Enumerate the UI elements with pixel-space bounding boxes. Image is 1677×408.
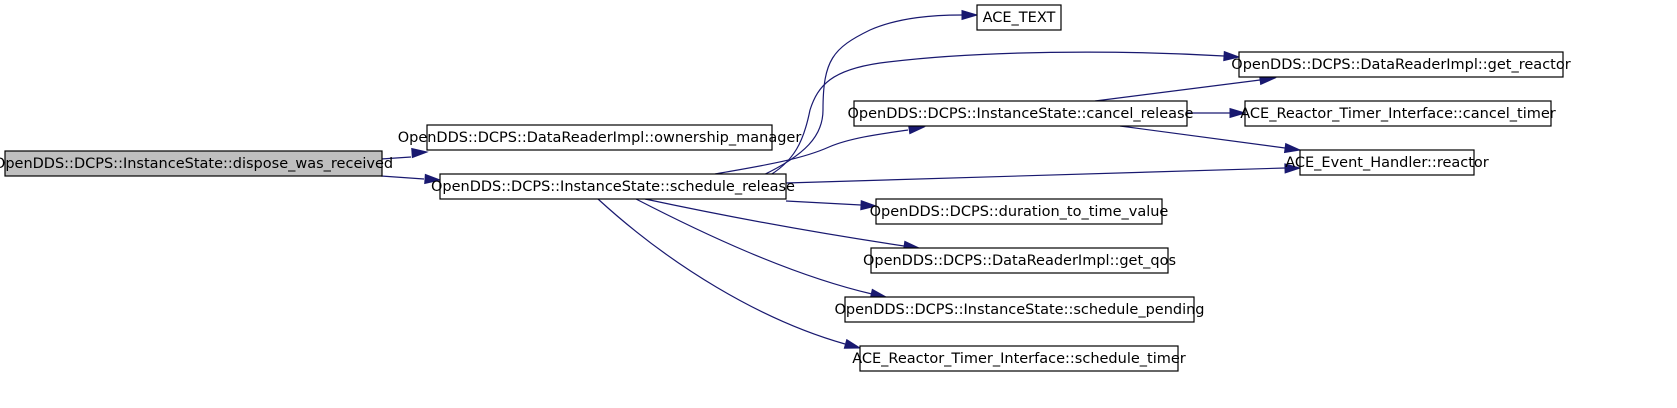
- edge-cancel-release-to-cancel-timer: [1187, 107, 1247, 119]
- node-box: [976, 4, 1062, 31]
- edge-line: [714, 129, 909, 175]
- node-schedule-timer[interactable]: ACE_Reactor_Timer_Interface::schedule_ti…: [852, 345, 1186, 372]
- node-label: OpenDDS::DCPS::InstanceState::dispose_wa…: [0, 156, 393, 172]
- edge-line: [597, 198, 846, 345]
- edge-schedule-release-to-schedule-pending: [635, 198, 888, 299]
- edge-line: [785, 200, 862, 206]
- edges-layer: [380, 9, 1302, 349]
- arrowhead: [1229, 107, 1247, 119]
- node-get-qos[interactable]: OpenDDS::DCPS::DataReaderImpl::get_qos: [863, 247, 1176, 274]
- edge-schedule-release-to-duration-to-time-value: [785, 200, 878, 211]
- node-box: [853, 100, 1188, 127]
- node-box: [844, 296, 1195, 323]
- edge-line: [785, 167, 1286, 184]
- node-duration-to-time-value[interactable]: OpenDDS::DCPS::duration_to_time_value: [870, 198, 1169, 225]
- edge-line: [380, 175, 425, 180]
- node-schedule-release[interactable]: OpenDDS::DCPS::InstanceState::schedule_r…: [431, 173, 795, 200]
- edge-schedule-release-to-schedule-timer: [597, 198, 862, 349]
- node-box: [1244, 100, 1552, 127]
- node-label: OpenDDS::DCPS::InstanceState::schedule_p…: [834, 302, 1204, 318]
- edge-line: [756, 14, 963, 179]
- node-schedule-pending[interactable]: OpenDDS::DCPS::InstanceState::schedule_p…: [834, 296, 1205, 323]
- edge-dispose-was-received-to-schedule-release: [380, 173, 442, 185]
- node-box: [439, 173, 787, 200]
- node-label: OpenDDS::DCPS::DataReaderImpl::get_qos: [863, 253, 1176, 269]
- node-get-reactor[interactable]: OpenDDS::DCPS::DataReaderImpl::get_react…: [1231, 51, 1571, 78]
- arrowhead: [424, 173, 442, 185]
- node-label: OpenDDS::DCPS::DataReaderImpl::ownership…: [398, 130, 802, 146]
- node-label: OpenDDS::DCPS::DataReaderImpl::get_react…: [1231, 57, 1570, 73]
- node-label: OpenDDS::DCPS::InstanceState::cancel_rel…: [848, 106, 1194, 122]
- node-box: [875, 198, 1163, 225]
- edge-schedule-release-to-get-reactor: [764, 50, 1241, 179]
- edge-line: [644, 198, 905, 247]
- arrowhead: [411, 147, 429, 159]
- node-ownership-manager[interactable]: OpenDDS::DCPS::DataReaderImpl::ownership…: [398, 124, 802, 151]
- node-label: ACE_Reactor_Timer_Interface::schedule_ti…: [852, 351, 1186, 367]
- node-label: OpenDDS::DCPS::InstanceState::schedule_r…: [431, 179, 795, 195]
- arrowhead: [1223, 50, 1241, 62]
- node-reactor[interactable]: ACE_Event_Handler::reactor: [1285, 149, 1489, 176]
- node-dispose-was-received: OpenDDS::DCPS::InstanceState::dispose_wa…: [0, 150, 393, 177]
- edge-schedule-release-to-ace-text: [756, 9, 979, 179]
- node-box: [1238, 51, 1564, 78]
- edge-line: [635, 198, 873, 295]
- arrowhead: [961, 9, 979, 21]
- node-label: ACE_TEXT: [983, 10, 1056, 26]
- arrowhead: [1283, 142, 1302, 154]
- edge-line: [1119, 125, 1286, 149]
- edge-schedule-release-to-reactor: [785, 163, 1302, 184]
- arrowhead: [843, 338, 862, 349]
- node-box: [1299, 149, 1475, 176]
- node-box: [859, 345, 1179, 372]
- node-box: [426, 124, 773, 151]
- edge-cancel-release-to-reactor: [1119, 125, 1302, 154]
- nodes-layer: OpenDDS::DCPS::InstanceState::dispose_wa…: [0, 4, 1571, 372]
- edge-schedule-release-to-cancel-release: [714, 124, 926, 175]
- node-ace-text[interactable]: ACE_TEXT: [976, 4, 1062, 31]
- node-box: [870, 247, 1169, 274]
- edge-line: [380, 156, 412, 160]
- arrowhead: [860, 200, 878, 211]
- edge-line: [1094, 79, 1261, 102]
- node-cancel-release[interactable]: OpenDDS::DCPS::InstanceState::cancel_rel…: [848, 100, 1194, 127]
- arrowhead: [1284, 163, 1302, 174]
- edge-cancel-release-to-get-reactor: [1094, 74, 1277, 102]
- edge-line: [764, 51, 1225, 179]
- edge-dispose-was-received-to-ownership-manager: [380, 147, 429, 160]
- node-label: ACE_Reactor_Timer_Interface::cancel_time…: [1240, 106, 1556, 122]
- node-box: [4, 150, 383, 177]
- node-label: ACE_Event_Handler::reactor: [1285, 155, 1489, 171]
- node-label: OpenDDS::DCPS::duration_to_time_value: [870, 204, 1169, 220]
- node-cancel-timer[interactable]: ACE_Reactor_Timer_Interface::cancel_time…: [1240, 100, 1556, 127]
